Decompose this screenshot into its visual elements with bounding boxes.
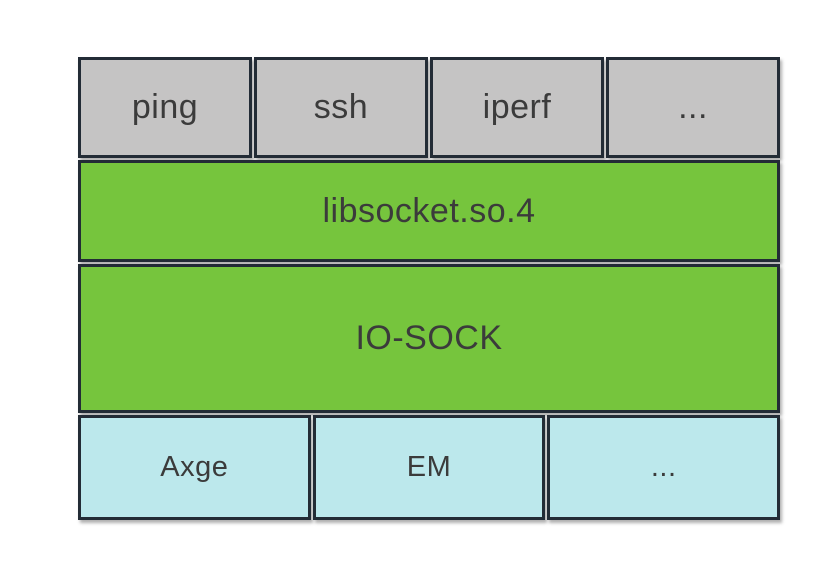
app-box-ping: ping (78, 57, 252, 158)
socket-layer-row: IO-SOCK (78, 264, 780, 413)
app-box-iperf: iperf (430, 57, 604, 158)
drivers-row: Axge EM ... (78, 415, 781, 520)
app-box-ellipsis: ... (606, 57, 780, 158)
app-box-ssh: ssh (254, 57, 428, 158)
io-sock-box: IO-SOCK (78, 264, 780, 413)
libsocket-box: libsocket.so.4 (78, 160, 780, 262)
driver-box-axge: Axge (78, 415, 311, 520)
library-row: libsocket.so.4 (78, 160, 780, 262)
driver-box-em: EM (312, 415, 546, 520)
software-stack-diagram: ping ssh iperf ... libsocket.so.4 IO-SOC… (78, 57, 781, 520)
driver-box-ellipsis: ... (547, 415, 781, 520)
applications-row: ping ssh iperf ... (78, 57, 780, 158)
